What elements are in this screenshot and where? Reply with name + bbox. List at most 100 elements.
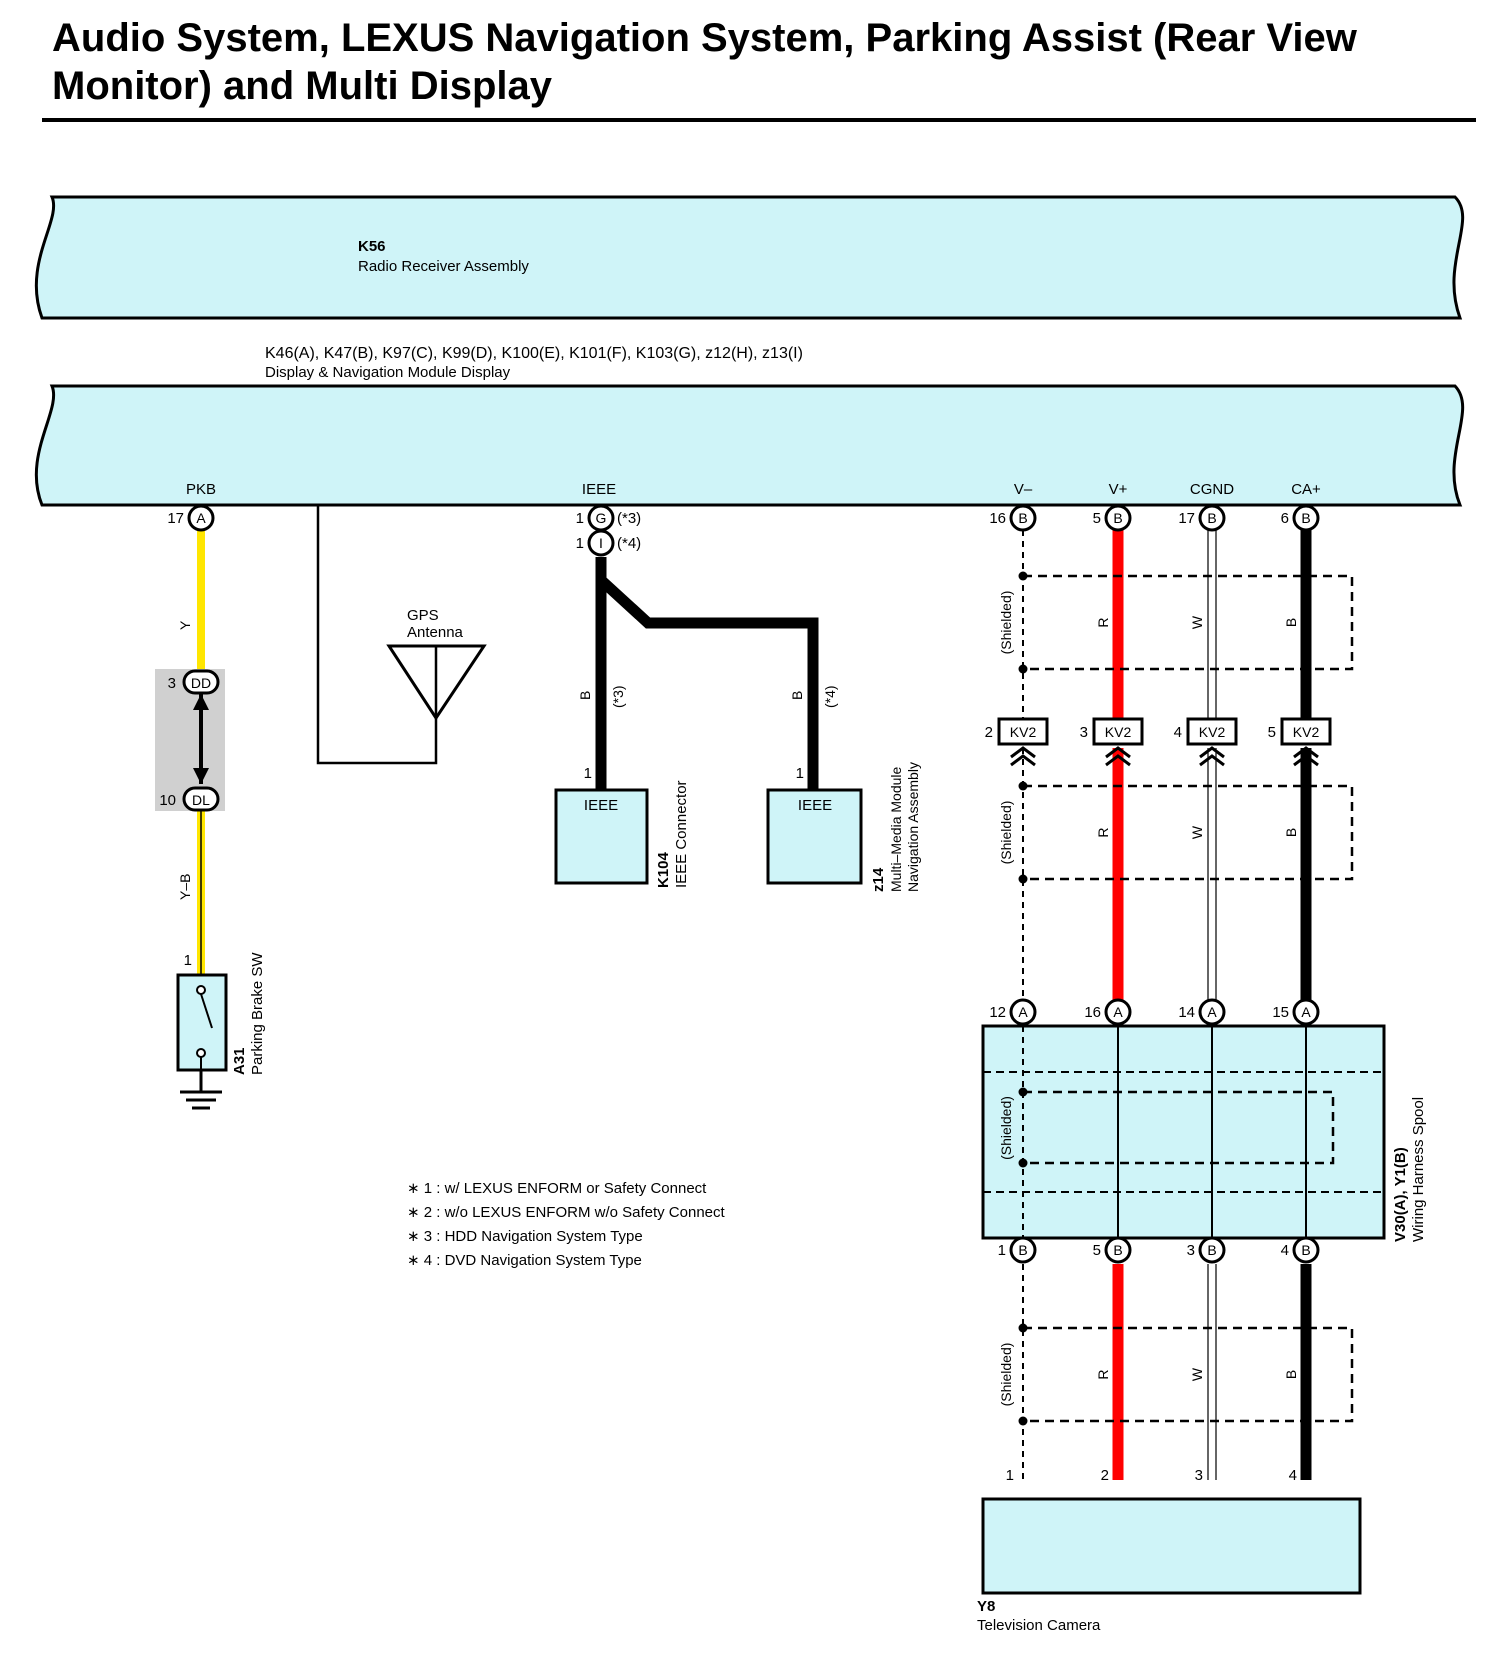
junction-top-pin: 3 [168,675,176,692]
vminus-connector-letter: B [1018,510,1027,526]
spool-shield-box [1023,1090,1335,1165]
spool-bottom-pin-4: 4 [1281,1242,1289,1259]
spool-top-connector-4 [1292,998,1320,1026]
cgnd-pin-number: 17 [1178,510,1195,527]
shield-dot-top-3 [1018,1323,1028,1333]
gps-antenna-feed [316,505,438,765]
shield-label-3: (Shielded) [998,1343,1014,1407]
shield-box-3 [1023,1326,1354,1423]
ieee-terminal-label: IEEE [582,481,616,498]
kv2-chevron-b-3 [1199,754,1225,767]
a31-contact-top [196,985,206,995]
kv2-connector-2 [1092,717,1144,746]
ieee-right-wire-color: B [789,691,805,700]
note-3: ∗ 3 : HDD Navigation System Type [407,1228,643,1245]
kv2-connector-1 [997,717,1049,746]
gps-label-line2: Antenna [407,624,464,641]
junction-arrow-up [193,694,209,710]
shield-label-1: (Shielded) [998,591,1014,655]
gps-label-line1: GPS [407,607,439,624]
spool-internal-wires: (Shielded) [998,1026,1335,1238]
k104-terminal: IEEE [584,797,618,814]
spool-top-pin-2: 16 [1084,1004,1101,1021]
kv2-chevron-b-4 [1293,754,1319,767]
caplus-pin-number: 6 [1281,510,1289,527]
kv2-chevron-a-3 [1199,746,1225,759]
note-1: ∗ 1 : w/ LEXUS ENFORM or Safety Connect [407,1180,707,1197]
junction-bottom-connector-label: DL [192,792,210,808]
pkb-connector [187,504,215,532]
y8-pin-2: 2 [1101,1467,1109,1484]
kv2-pin-4: 5 [1268,724,1276,741]
k104-name: IEEE Connector [673,780,690,888]
kv2-chevron-a-2 [1105,746,1131,759]
spool-bottom-pin-1: 1 [998,1242,1006,1259]
display-module-name: Display & Navigation Module Display [265,364,511,381]
spool-code: V30(A), Y1(B) [1392,1147,1409,1242]
kv2-connector-3 [1186,717,1238,746]
ieee-connector-i-letter: I [599,535,603,551]
pkb-connector-letter: A [196,510,206,526]
z14-code: z14 [870,867,887,892]
a31-contact-bottom [196,1048,206,1058]
wire-color-r-2: R [1095,827,1111,837]
spool-top-pin-3: 14 [1178,1004,1195,1021]
shield-dot-bottom-1 [1018,664,1028,674]
spool-bottom-connector-letter-2: B [1113,1242,1122,1258]
spool-bottom-connector-letter-3: B [1207,1242,1216,1258]
junction-bottom-pin: 10 [159,792,176,809]
pkb-pin-number: 17 [167,510,184,527]
junction-top-connector [182,669,220,695]
spool-top-pin-4: 15 [1272,1004,1289,1021]
wire-color-b-3: B [1283,1370,1299,1379]
junction-top-connector-label: DD [191,675,211,691]
z14-terminal: IEEE [798,797,832,814]
spool-shield-dot-top [1018,1087,1028,1097]
wire-color-b-2: B [1283,828,1299,837]
kv2-pin-2: 3 [1080,724,1088,741]
spool-top-connector-letter-3: A [1207,1004,1217,1020]
y8-pin-1: 1 [1006,1467,1014,1484]
kv2-connector-4 [1280,717,1332,746]
spool-top-connector-2 [1104,998,1132,1026]
spool-bottom-connector-letter-4: B [1301,1242,1310,1258]
shield-box-1 [1023,574,1354,671]
ground-icon [180,1070,222,1110]
spool-shield-dot-bottom [1018,1158,1028,1168]
wire-color-w-2: W [1189,825,1205,839]
y8-code: Y8 [977,1598,995,1615]
a31-code: A31 [231,1047,248,1075]
shield-box-2 [1023,784,1354,881]
ieee-connector-i [587,529,615,557]
cgnd-terminal-label: CGND [1190,481,1234,498]
k56-panel [34,195,1465,320]
junction-arrow-down [193,768,209,784]
kv2-label-3: KV2 [1199,724,1226,740]
y8-pin-4: 4 [1289,1467,1297,1484]
shield-dot-bottom-2 [1018,874,1028,884]
title-rule [42,118,1476,122]
kv2-label-2: KV2 [1105,724,1132,740]
vplus-pin-number: 5 [1093,510,1101,527]
spool-bottom-pin-2: 5 [1093,1242,1101,1259]
k104-box [554,788,649,885]
k104-code: K104 [655,851,672,888]
ieee-connector-g-letter: G [596,510,607,526]
caplus-connector [1292,504,1320,532]
wire-color-w-1: W [1189,615,1205,629]
vplus-terminal-label: V+ [1109,481,1128,498]
spool-name: Wiring Harness Spool [1410,1097,1427,1242]
ieee-pin1: 1 [576,510,584,527]
note-2: ∗ 2 : w/o LEXUS ENFORM w/o Safety Connec… [407,1204,726,1221]
display-module-panel [34,384,1465,507]
ieee-left-wire-color: B [577,691,593,700]
display-module-codes: K46(A), K47(B), K97(C), K99(D), K100(E),… [265,345,803,362]
kv2-chevron-b-2 [1105,754,1131,767]
a31-switch-blade [200,993,213,1029]
ieee-left-wire-note: (*3) [610,685,626,708]
spool-top-pin-1: 12 [989,1004,1006,1021]
ieee-note1: (*3) [617,510,641,527]
ieee-right-wire-note: (*4) [822,685,838,708]
spool-bottom-pin-3: 3 [1187,1242,1195,1259]
y8-pin-3: 3 [1195,1467,1203,1484]
